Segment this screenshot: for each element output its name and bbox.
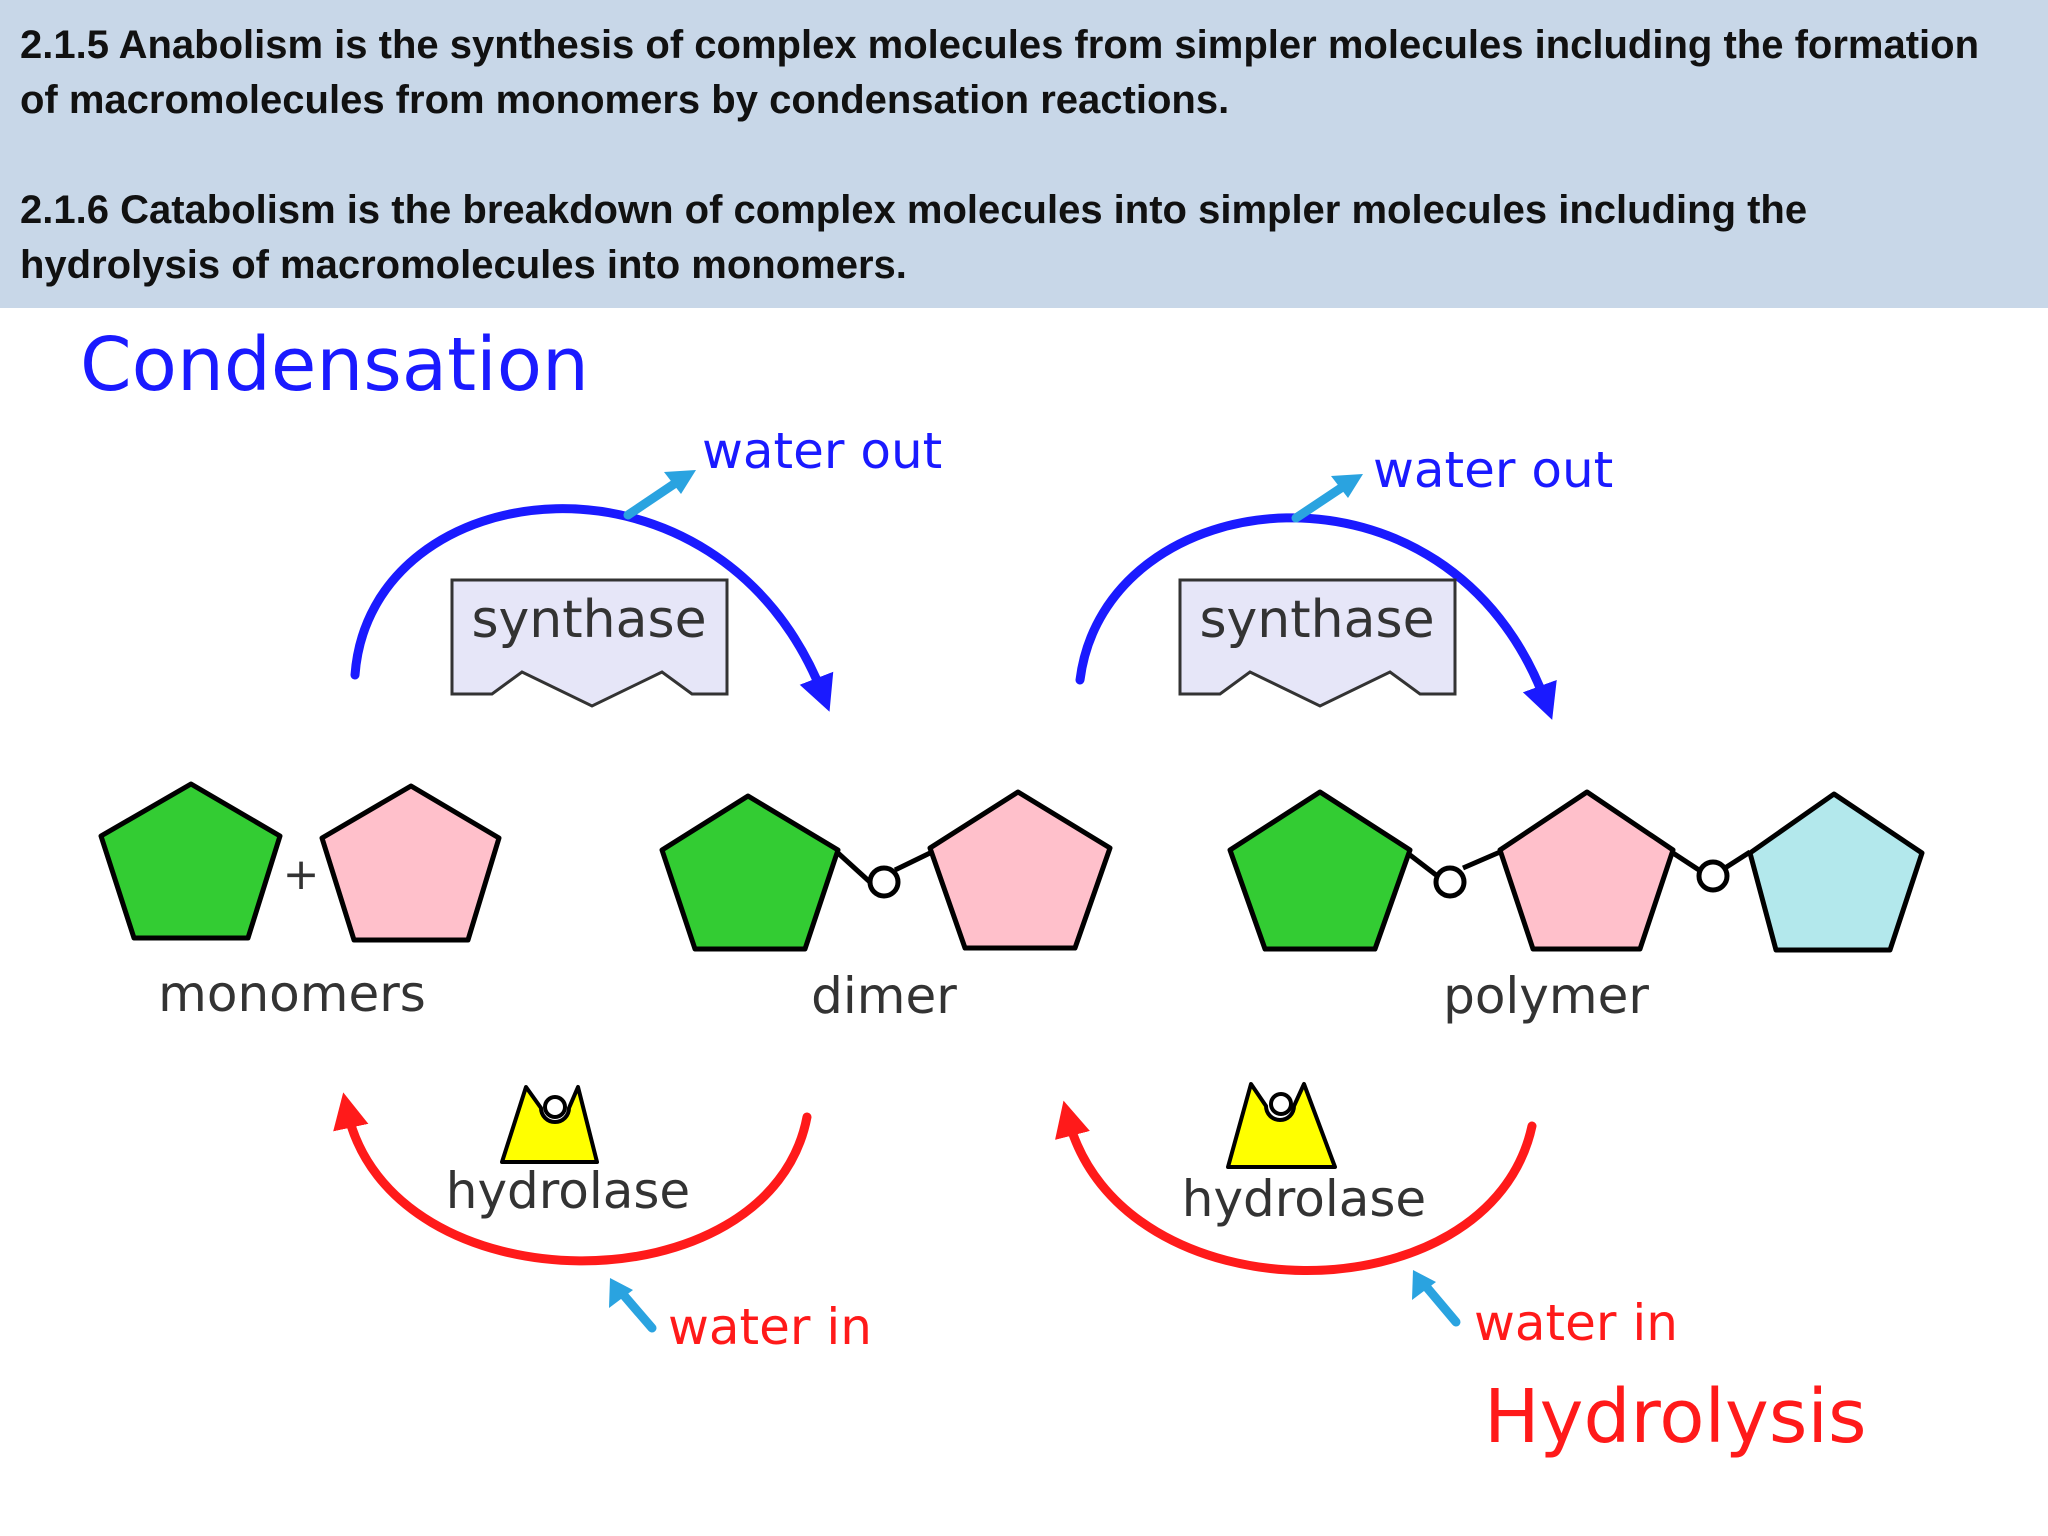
water-in-arrow-2 (1412, 1270, 1461, 1327)
water-in-arrow-1 (609, 1278, 657, 1333)
condensation-hydrolysis-diagram: Condensation Hydrolysis water out syntha… (80, 322, 1925, 1460)
plus-sign: + (283, 849, 320, 900)
polymer-pink-unit (1497, 789, 1676, 952)
hydrolase-enzyme-2 (1226, 1082, 1337, 1169)
synthase-label-1: synthase (471, 590, 706, 650)
synthase-enzyme-1: synthase (450, 578, 729, 708)
condensation-arrow-2 (1075, 513, 1557, 720)
water-out-label-2: water out (1373, 441, 1613, 499)
water-out-arrow-1 (623, 470, 696, 520)
polymer-cyan-unit (1747, 791, 1925, 953)
hydrolysis-arrow-1 (333, 1092, 812, 1266)
dimer-pink-unit (927, 789, 1113, 951)
polymer-green-unit (1227, 789, 1413, 952)
hydrolysis-title: Hydrolysis (1484, 1374, 1867, 1460)
anabolism-statement: 2.1.5 Anabolism is the synthesis of comp… (20, 23, 1980, 122)
hydrolase-enzyme-1 (500, 1085, 599, 1164)
hydrolase-label-1: hydrolase (446, 1162, 690, 1220)
water-out-arrow-2 (1291, 474, 1363, 523)
synthase-label-2: synthase (1199, 590, 1434, 650)
hydrolysis-arrow-2 (1055, 1100, 1537, 1275)
monomers-label: monomers (158, 965, 426, 1023)
monomer-green (98, 781, 283, 941)
dimer-label: dimer (811, 967, 957, 1025)
hydrolase-label-2: hydrolase (1182, 1170, 1426, 1228)
water-in-label-1: water in (668, 1298, 872, 1356)
glycosidic-bond-polymer-2 (1696, 859, 1730, 893)
water-in-label-2: water in (1474, 1294, 1678, 1352)
condensation-title: Condensation (80, 322, 589, 408)
monomer-pink (319, 783, 502, 943)
water-out-label-1: water out (702, 422, 942, 480)
header-banner: 2.1.5 Anabolism is the synthesis of comp… (0, 0, 2048, 308)
synthase-enzyme-2: synthase (1178, 578, 1457, 708)
catabolism-statement: 2.1.6 Catabolism is the breakdown of com… (20, 188, 1808, 287)
dimer-green-unit (659, 793, 841, 952)
dimer-molecule (659, 789, 1113, 952)
glycosidic-bond-polymer-1 (1433, 865, 1467, 899)
polymer-label: polymer (1443, 967, 1649, 1025)
glycosidic-bond-dimer (867, 865, 901, 899)
condensation-arrow-1 (350, 504, 834, 712)
polymer-molecule (1227, 789, 1925, 953)
